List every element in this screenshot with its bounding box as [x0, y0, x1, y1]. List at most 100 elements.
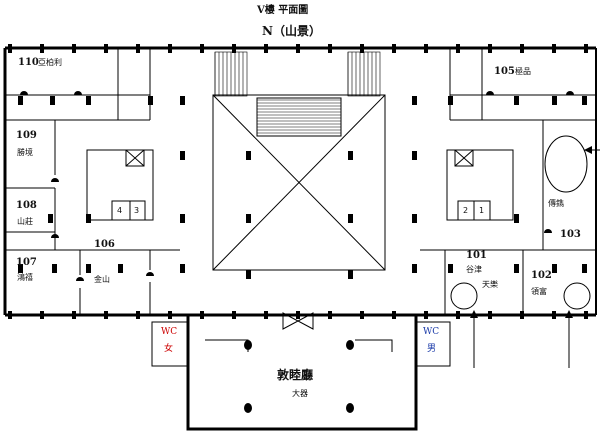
wall-post	[392, 311, 396, 319]
wall-post	[8, 44, 12, 53]
wall-post	[8, 311, 12, 319]
wall-post	[264, 44, 268, 53]
room-110-name: 亞柏利	[38, 58, 62, 67]
wall-post	[456, 44, 460, 53]
column	[348, 214, 353, 223]
column	[180, 214, 185, 223]
hall-wall	[186, 313, 418, 431]
wall-post	[104, 44, 108, 53]
room-103-number: 103	[560, 229, 581, 240]
column	[412, 264, 417, 273]
elevator-1: 1	[479, 206, 485, 215]
column	[582, 264, 587, 273]
column	[18, 264, 23, 273]
room-107-name: 鴻禧	[17, 273, 33, 282]
wall-post	[232, 44, 236, 53]
main-stair	[256, 97, 342, 137]
plan-title: V樓 平面圖	[257, 5, 309, 16]
wall-post	[104, 311, 108, 319]
column	[180, 96, 185, 105]
column	[246, 151, 251, 160]
door-symbol-right	[296, 312, 314, 330]
wall-post	[136, 311, 140, 319]
hall-column	[346, 340, 354, 350]
wall-post	[360, 311, 364, 319]
wall-post	[72, 44, 76, 53]
room-103-name: 傳鐫	[548, 199, 564, 208]
wall-post	[328, 311, 332, 319]
wc-men-symbol: 男	[427, 344, 437, 354]
hall-column	[244, 403, 252, 413]
room-109-number: 109	[16, 130, 37, 141]
wall-post	[552, 44, 556, 53]
column	[148, 96, 153, 105]
column	[514, 214, 519, 223]
room-108-number: 108	[16, 200, 37, 211]
wall-post	[200, 44, 204, 53]
column	[348, 270, 353, 279]
room-106-number: 106	[94, 239, 115, 250]
round-table-103	[544, 135, 588, 193]
wall-post	[424, 44, 428, 53]
column	[552, 264, 557, 273]
wall-post	[296, 311, 300, 319]
wall-post	[424, 311, 428, 319]
wall-post	[488, 44, 492, 53]
room-106-name: 金山	[94, 275, 110, 284]
door-swing	[20, 91, 28, 95]
column	[50, 96, 55, 105]
wall-post	[168, 44, 172, 53]
wall-post	[392, 44, 396, 53]
column	[412, 214, 417, 223]
column	[86, 264, 91, 273]
column	[348, 151, 353, 160]
column	[48, 214, 53, 223]
column	[246, 214, 251, 223]
elevator-2: 2	[463, 206, 469, 215]
door-symbol-left	[282, 312, 300, 330]
room-107-number: 107	[16, 257, 37, 268]
wall-post	[232, 311, 236, 319]
room-101-name: 谷津	[466, 265, 482, 274]
wall-post	[264, 311, 268, 319]
column	[118, 264, 123, 273]
column	[514, 96, 519, 105]
column	[86, 214, 91, 223]
room-101-number: 101	[466, 250, 487, 261]
round-table-101	[450, 282, 478, 310]
room-109-name: 勝境	[17, 148, 33, 157]
door-swing	[74, 91, 82, 95]
hall-name: 敦睦廳	[277, 368, 314, 382]
elevator-3: 3	[134, 206, 140, 215]
orientation-label: N（山景）	[262, 24, 321, 38]
wall-post	[136, 44, 140, 53]
wc-women-symbol: 女	[164, 344, 174, 354]
room-108-name: 山莊	[17, 217, 33, 226]
wall-post	[488, 311, 492, 319]
column	[448, 264, 453, 273]
room-110-number: 110	[18, 57, 39, 68]
hall-sub: 大器	[292, 389, 308, 398]
door-swing	[146, 272, 154, 276]
door-swing	[486, 91, 494, 95]
column	[52, 264, 57, 273]
room-102-name: 領富	[531, 287, 547, 296]
column	[180, 151, 185, 160]
wall-post	[328, 44, 332, 53]
door-swing	[51, 178, 59, 182]
column	[412, 96, 417, 105]
wall-post	[40, 44, 44, 53]
column	[448, 96, 453, 105]
door-swing	[566, 91, 574, 95]
wc-men-label: WC	[423, 327, 440, 337]
column	[552, 96, 557, 105]
door-swing	[76, 277, 84, 281]
room-105-number: 105	[494, 66, 515, 77]
column	[514, 264, 519, 273]
wc-women-label: WC	[161, 327, 178, 337]
hall-column	[346, 403, 354, 413]
wall-post	[456, 311, 460, 319]
column	[180, 264, 185, 273]
wall-post	[200, 311, 204, 319]
round-table-102	[563, 282, 591, 310]
